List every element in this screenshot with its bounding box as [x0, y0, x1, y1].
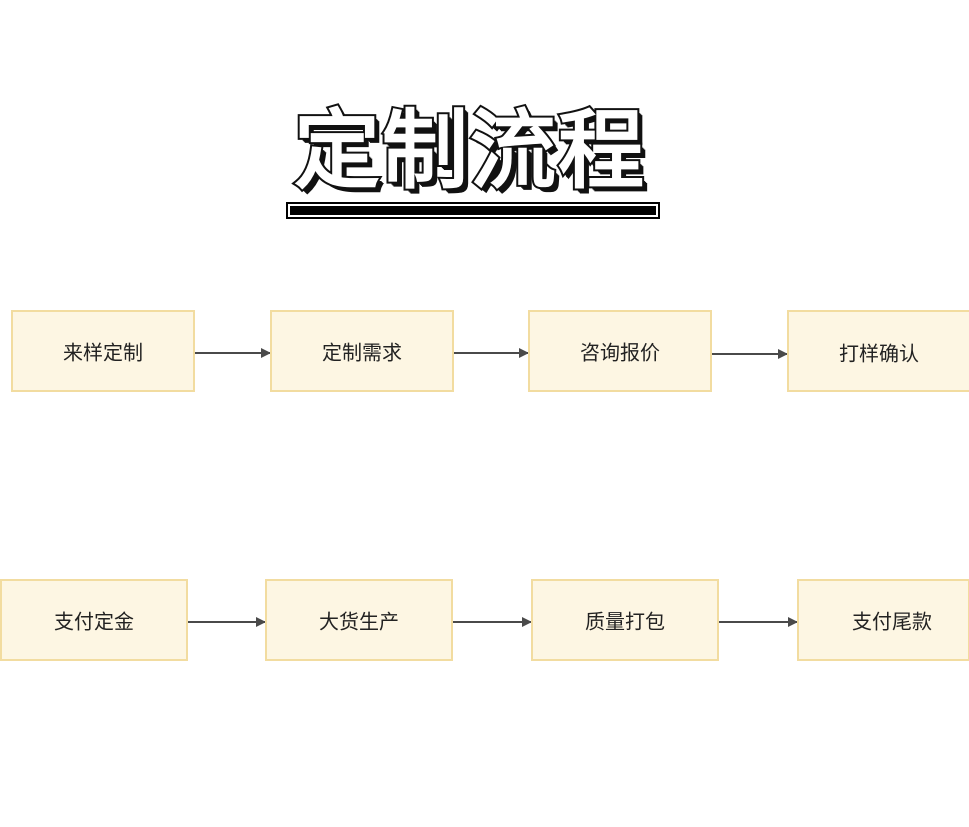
step-label-3: 咨询报价 — [580, 341, 660, 365]
step-label-6: 大货生产 — [319, 610, 399, 634]
step-box-4 — [787, 310, 969, 392]
step-box-7 — [531, 579, 719, 661]
step-label-8: 支付尾款 — [852, 610, 932, 634]
page-title: 定制流程 — [292, 99, 646, 203]
step-box-8 — [797, 579, 969, 661]
step-label-4: 打样确认 — [839, 342, 919, 366]
step-box-2 — [270, 310, 454, 392]
step-label-2: 定制需求 — [322, 341, 402, 365]
step-box-3 — [528, 310, 712, 392]
step-box-1 — [11, 310, 195, 392]
step-label-7: 质量打包 — [585, 610, 665, 634]
step-box-5 — [0, 579, 188, 661]
step-box-6 — [265, 579, 453, 661]
step-label-5: 支付定金 — [54, 610, 134, 634]
title-underline — [288, 204, 658, 217]
page-title-block: 定制流程 — [284, 96, 658, 220]
step-label-1: 来样定制 — [63, 341, 143, 365]
